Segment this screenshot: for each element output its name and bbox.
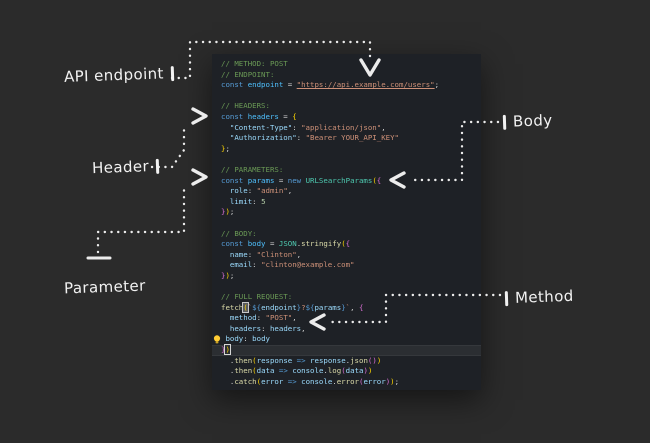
code-line: // BODY: [221,228,257,238]
label-api-endpoint-text: API endpoint [63,64,165,86]
label-bar [155,158,160,174]
code-line: }); [221,207,235,217]
code-line: const headers = { [221,111,297,121]
label-bar [170,65,175,81]
label-parameter-text: Parameter [63,276,146,298]
dotted-connector-parameter [96,184,186,254]
label-body-text: Body [512,111,553,131]
arrow-right-icon [191,168,208,186]
label-header: Header [92,157,160,177]
label-body: Body [502,111,553,131]
code-line: // HEADERS: [221,101,270,111]
code-line: const params = new URLSearchParams({ [221,175,382,185]
label-method: Method [504,286,574,307]
code-line [221,91,481,102]
code-line: }) [212,344,481,356]
code-line [221,281,481,292]
label-api-endpoint: API endpoint [63,64,175,86]
code-line: const endpoint = "https://api.example.co… [221,80,440,90]
code-line: .then(response => response.json()) [221,355,382,365]
code-line [221,154,481,165]
code-line: method: "POST", [229,313,297,323]
code-line: .then(data => console.log(data)) [221,366,373,376]
code-line: }); [221,270,235,280]
code-line [221,218,481,229]
label-bar [504,290,509,306]
code-lines: // METHOD: POST// ENDPOINT:const endpoin… [212,59,481,387]
code-line: const body = JSON.stringify({ [221,239,351,249]
code-line: role: "admin", [229,186,293,196]
code-editor-panel: // METHOD: POST// ENDPOINT:const endpoin… [212,54,481,390]
code-line: .catch(error => console.error(error)); [221,376,400,386]
code-line: // METHOD: POST [221,59,288,68]
code-line: name: "Clinton", [229,249,302,259]
label-header-text: Header [91,157,150,178]
code-line: limit: 5 [229,196,266,206]
arrow-right-icon [191,107,208,125]
code-line: // FULL REQUEST: [221,292,293,302]
code-line: email: "clinton@example.com" [229,260,355,270]
label-method-text: Method [514,286,574,307]
code-line: // ENDPOINT: [221,69,275,79]
code-line: body: body [213,334,481,345]
code-line: // PARAMETERS: [221,164,284,174]
code-line: headers: headers, [229,323,306,333]
label-parameter: Parameter [64,277,146,298]
lightbulb-icon [213,335,221,344]
code-line: fetch(`${endpoint}?${params}`, { [221,301,364,313]
code-line: }; [221,143,230,153]
code-line: "Content-Type": "application/json", [229,122,386,132]
label-bar [502,114,507,130]
code-line: "Authorization": "Bearer YOUR_API_KEY" [229,133,400,143]
